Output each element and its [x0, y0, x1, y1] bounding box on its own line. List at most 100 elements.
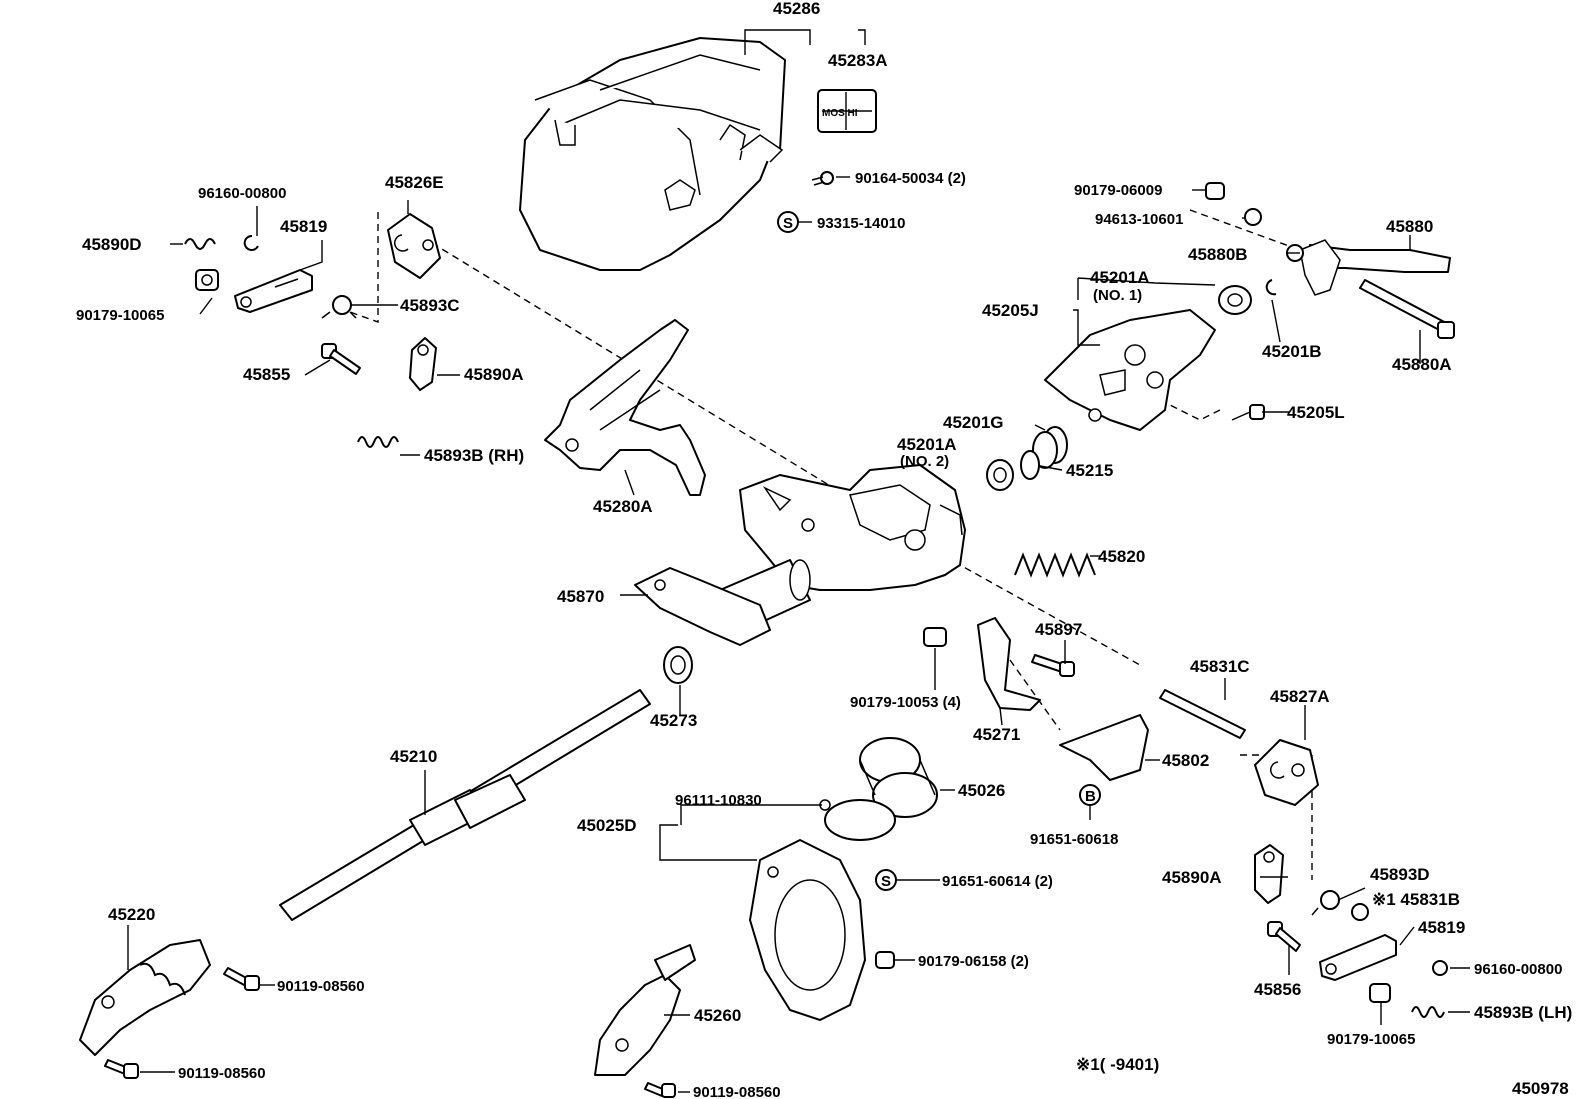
svg-text:S: S: [783, 215, 793, 232]
lever-45271: [977, 617, 1041, 711]
label-45831B: ※1 45831B: [1372, 890, 1460, 909]
lever-45819-top: [234, 269, 313, 313]
bolt-45893C: [321, 295, 357, 319]
shaft-45831C: [1159, 689, 1246, 739]
svg-text:MOS HI: MOS HI: [822, 108, 858, 119]
footnote: ※1( -9401): [1076, 1055, 1159, 1074]
label-90179-10065-right: 90179-10065: [1327, 1031, 1415, 1048]
label-45220: 45220: [108, 905, 155, 924]
label-45819-right: 45819: [1418, 918, 1465, 937]
label-93315: 93315-14010: [817, 215, 905, 232]
label-45855: 45855: [243, 365, 290, 384]
nut-90179-06009: [1205, 182, 1225, 200]
label-90119-c: 90119-08560: [693, 1084, 781, 1099]
decal-45283A: MOS HI: [817, 89, 877, 133]
label-45893C: 45893C: [400, 296, 460, 315]
label-45890D: 45890D: [82, 235, 142, 254]
spring-45820: [1014, 552, 1096, 578]
label-45820: 45820: [1098, 547, 1145, 566]
label-45870: 45870: [557, 587, 604, 606]
label-91651-60614: 91651-60614 (2): [942, 873, 1053, 890]
label-45205J: 45205J: [982, 301, 1039, 320]
nut-90179-10065-right: [1369, 983, 1391, 1003]
label-45201B: 45201B: [1262, 342, 1322, 361]
label-45802: 45802: [1162, 751, 1209, 770]
washer-94613: [1244, 208, 1262, 226]
band-96111: [819, 799, 896, 841]
label-45280A: 45280A: [593, 497, 653, 516]
label-45201A-no1: 45201A: [1090, 268, 1150, 287]
label-45893B-rh: 45893B (RH): [424, 446, 524, 465]
label-45271: 45271: [973, 725, 1020, 744]
ujoint-45220: [79, 939, 211, 1056]
label-90119-b: 90119-08560: [178, 1065, 266, 1082]
label-45273: 45273: [650, 711, 697, 730]
nut-90179-10053: [923, 627, 947, 647]
label-45880B: 45880B: [1188, 245, 1248, 264]
lever-45880: [1299, 239, 1451, 296]
bolt-45205L: [1231, 404, 1265, 421]
label-45893B-lh: 45893B (LH): [1474, 1003, 1572, 1022]
label-45201A-no2-sub: (NO. 2): [900, 453, 949, 470]
plate-45826E: [387, 213, 441, 279]
bearing-45273: [663, 646, 693, 684]
label-45201G: 45201G: [943, 413, 1004, 432]
label-45880: 45880: [1386, 217, 1433, 236]
ring-45215: [1020, 450, 1040, 480]
plate-45827A: [1254, 739, 1319, 806]
part-labels: 45286 45283A 90164-50034 (2) 93315-14010…: [76, 0, 1572, 1099]
marker-s-91651: S: [875, 869, 897, 891]
label-96111: 96111-10830: [675, 792, 762, 809]
label-45201A-no2: 45201A: [897, 435, 957, 454]
lever-45819-right: [1319, 934, 1397, 981]
label-45890A: 45890A: [464, 365, 524, 384]
pin-45856: [1267, 921, 1301, 952]
label-45856: 45856: [1254, 980, 1301, 999]
label-45260: 45260: [694, 1006, 741, 1025]
nut-90179-10065-top: [195, 269, 219, 291]
bolt-45880A: [1359, 279, 1455, 339]
nut-90179-06158: [875, 951, 895, 969]
lever-45890A-right: [1254, 844, 1284, 904]
bracket-45280A: [544, 319, 706, 496]
label-96160-top: 96160-00800: [198, 185, 286, 202]
svg-text:S: S: [881, 873, 891, 890]
label-45201A-no1-sub: (NO. 1): [1093, 287, 1142, 304]
label-90179-10065-top: 90179-10065: [76, 307, 164, 324]
lever-45890A: [409, 337, 437, 391]
marker-b-91651: B: [1079, 784, 1101, 806]
label-45827A: 45827A: [1270, 687, 1330, 706]
label-45205L: 45205L: [1287, 403, 1345, 422]
column-housing: [739, 464, 966, 591]
pin-45855: [321, 343, 361, 375]
tilt-assembly-45205J: [1044, 309, 1216, 431]
label-45025D: 45025D: [577, 816, 637, 835]
cover-45025D: [749, 839, 866, 1021]
ujoint-45260: [594, 944, 696, 1076]
bolt-45897: [1031, 654, 1075, 677]
spring-45893B-rh: [357, 436, 399, 448]
label-90179-10053: 90179-10053 (4): [850, 694, 961, 711]
screw-90164: [811, 171, 834, 186]
svg-text:B: B: [1085, 788, 1096, 805]
diagram-code: 450978: [1512, 1079, 1569, 1098]
collar-45201A-no1: [1218, 285, 1252, 315]
label-45893D: 45893D: [1370, 865, 1430, 884]
spring-45893B-lh: [1411, 1006, 1445, 1018]
leader-lines: [127, 29, 1470, 1093]
label-45286: 45286: [773, 0, 820, 18]
label-45210: 45210: [390, 747, 437, 766]
label-45819-top: 45819: [280, 217, 327, 236]
bolt-90119-b: [104, 1059, 139, 1079]
bolt-90119-a: [223, 967, 260, 991]
label-90179-06158: 90179-06158 (2): [918, 953, 1029, 970]
cover-45802: [1059, 714, 1149, 781]
label-91651-60618: 91651-60618: [1030, 831, 1118, 848]
label-45897: 45897: [1035, 620, 1082, 639]
spring-45890D: [184, 238, 216, 250]
label-90164: 90164-50034 (2): [855, 170, 966, 187]
bolt-45893D: [1311, 890, 1340, 916]
label-90119-a: 90119-08560: [277, 978, 365, 995]
clamp-45870: [634, 567, 771, 646]
label-45026: 45026: [958, 781, 1005, 800]
